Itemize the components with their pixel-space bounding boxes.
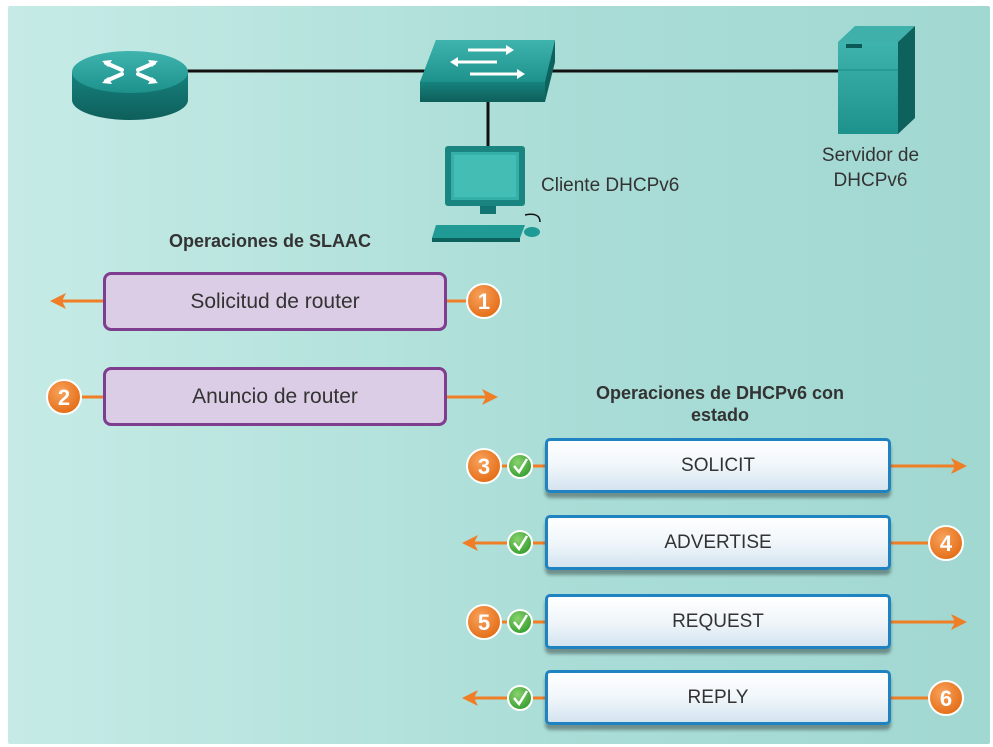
dhcpv6-message-advertise: ADVERTISE bbox=[545, 515, 891, 570]
svg-text:2: 2 bbox=[58, 385, 70, 410]
svg-text:4: 4 bbox=[940, 531, 953, 556]
dhcpv6-title-line1: Operaciones de DHCPv6 con bbox=[595, 383, 845, 403]
step-badge-5: 5 bbox=[466, 604, 502, 640]
server-icon bbox=[838, 26, 915, 134]
svg-text:6: 6 bbox=[940, 686, 952, 711]
check-icons bbox=[507, 453, 533, 711]
check-icon bbox=[507, 530, 533, 556]
router-icon bbox=[72, 51, 188, 120]
slaac-title: Operaciones de SLAAC bbox=[168, 231, 372, 251]
switch-icon bbox=[420, 40, 555, 102]
dhcpv6-message-reply: REPLY bbox=[545, 670, 891, 725]
server-label-line1: Servidor de bbox=[821, 145, 920, 166]
step-badges: 1 2 3 4 5 6 bbox=[46, 283, 964, 716]
slaac-message-router-solicitation: Solicitud de router bbox=[103, 272, 447, 331]
dhcp-connectors bbox=[470, 464, 955, 700]
svg-text:1: 1 bbox=[478, 289, 490, 314]
svg-text:3: 3 bbox=[478, 454, 490, 479]
check-icon bbox=[507, 685, 533, 711]
server-label: Servidor de DHCPv6 bbox=[808, 143, 933, 193]
step-badge-4: 4 bbox=[928, 525, 964, 561]
step-badge-3: 3 bbox=[466, 448, 502, 484]
dhcpv6-title: Operaciones de DHCPv6 con estado bbox=[545, 382, 895, 426]
check-icon bbox=[507, 453, 533, 479]
check-icon bbox=[507, 609, 533, 635]
dhcp-arrowheads bbox=[462, 458, 967, 706]
server-label-line2: DHCPv6 bbox=[833, 170, 908, 191]
slaac-message-router-advertisement: Anuncio de router bbox=[103, 367, 447, 426]
client-pc-icon bbox=[432, 146, 541, 242]
dhcpv6-message-solicit: SOLICIT bbox=[545, 438, 891, 493]
dhcpv6-title-line2: estado bbox=[690, 405, 750, 425]
slaac-connectors bbox=[50, 293, 498, 405]
svg-text:5: 5 bbox=[478, 610, 490, 635]
client-label: Cliente DHCPv6 bbox=[541, 175, 680, 196]
network-links bbox=[180, 69, 840, 146]
dhcpv6-message-request: REQUEST bbox=[545, 594, 891, 649]
step-badge-1: 1 bbox=[466, 283, 502, 319]
step-badge-2: 2 bbox=[46, 379, 82, 415]
step-badge-6: 6 bbox=[928, 680, 964, 716]
